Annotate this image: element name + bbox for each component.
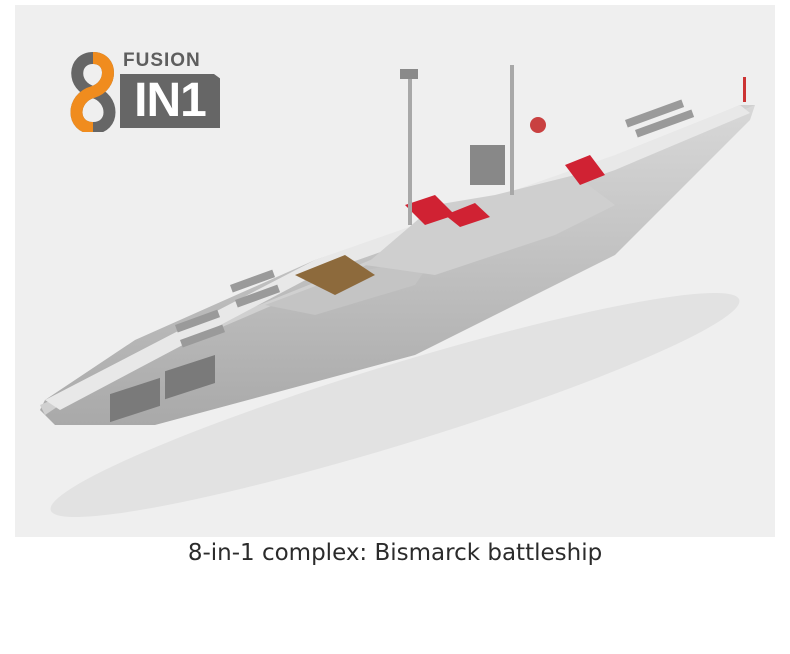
product-caption: 8-in-1 complex: Bismarck battleship: [187, 540, 603, 566]
battleship-model-image: [40, 65, 755, 517]
logo-eight-numeral: [70, 52, 116, 135]
product-photo: FUSION IN1: [15, 5, 775, 537]
fusion-8in1-logo: FUSION IN1: [63, 50, 228, 135]
logo-word-fusion: FUSION: [123, 50, 201, 71]
logo-word-in1: IN1: [120, 74, 220, 128]
